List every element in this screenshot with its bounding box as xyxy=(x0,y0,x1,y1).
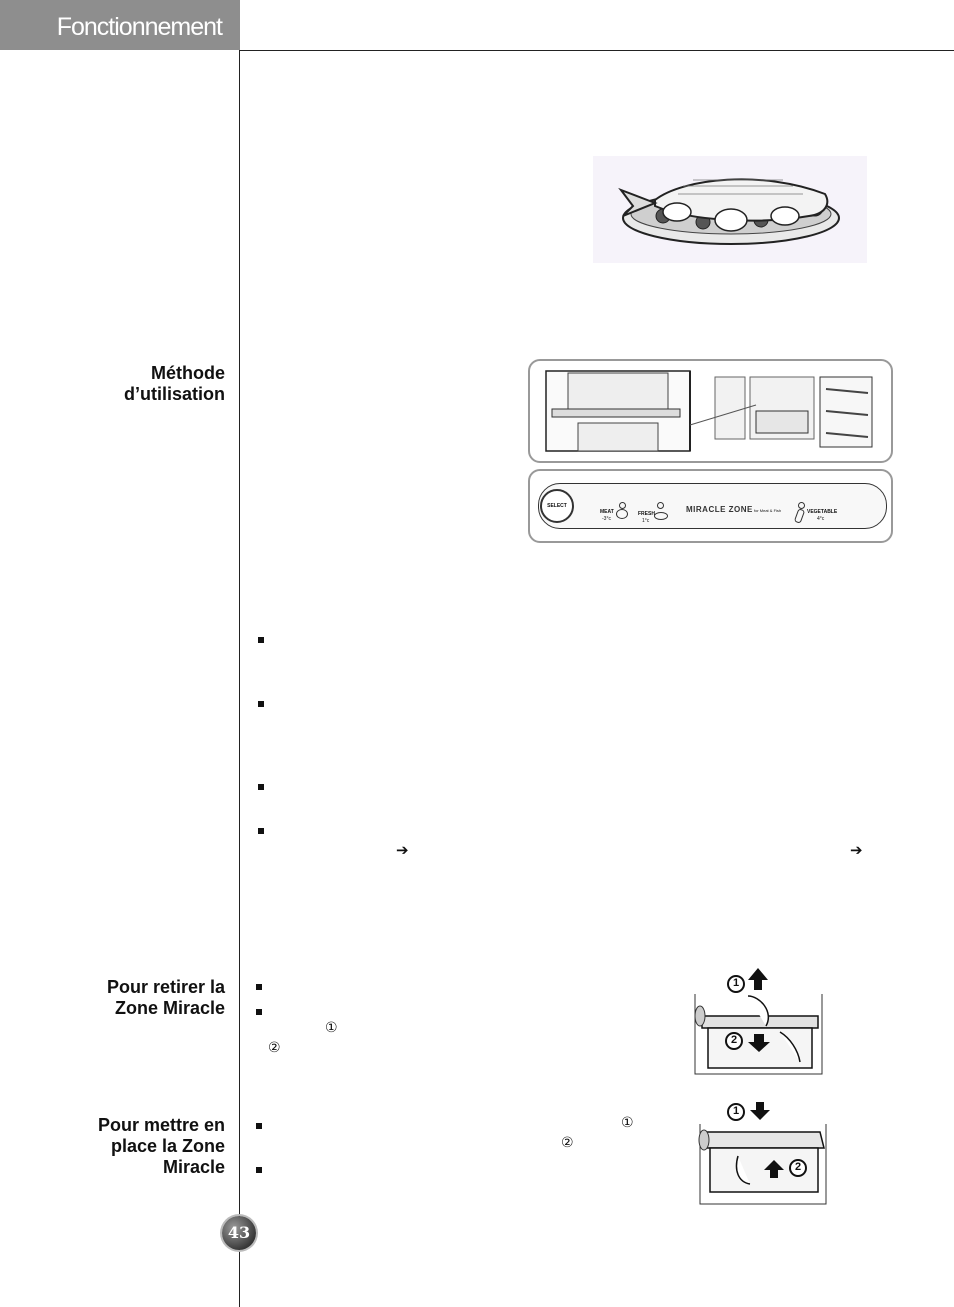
fish-platter-illustration xyxy=(593,156,867,263)
arrow-icon: ➔ xyxy=(396,841,409,859)
drawer-install-figure: 1 2 xyxy=(694,1100,830,1208)
bullet-marker xyxy=(256,1009,262,1015)
section-heading-mettre: Pour mettre en place la Zone Miracle xyxy=(98,1115,225,1178)
heading-line: Pour mettre en xyxy=(97,1115,225,1135)
chapter-tab: Fonctionnement xyxy=(0,0,240,50)
arrow-icon: ➔ xyxy=(850,841,863,859)
fresh-temp: 1°c xyxy=(642,518,650,524)
control-panel-strip xyxy=(538,483,887,529)
drawer-removal-drawing xyxy=(694,968,823,1075)
vegetable-indicator-led xyxy=(798,502,805,509)
fish-platter-image xyxy=(618,178,840,245)
meat-indicator-led xyxy=(619,502,626,509)
step-badge-2: 2 xyxy=(730,1034,738,1046)
heading-line: place la Zone xyxy=(110,1136,225,1156)
step-badge-2: 2 xyxy=(794,1161,802,1173)
control-panel-figure: SELECT MEAT -3°c FRESH 1°c MIRACLE ZONE … xyxy=(528,469,893,543)
step-badge-1: 1 xyxy=(732,977,740,989)
vegetable-label: VEGETABLE xyxy=(807,509,838,515)
select-button[interactable]: SELECT xyxy=(540,489,574,523)
section-heading-methode: Méthode d’utilisation xyxy=(124,363,225,405)
meat-icon xyxy=(616,509,628,519)
drawer-install-drawing xyxy=(698,1102,827,1205)
bullet-marker xyxy=(258,701,264,707)
step-marker-2: ② xyxy=(268,1040,281,1056)
step-marker-1: ① xyxy=(325,1020,338,1036)
select-label: SELECT xyxy=(547,503,567,509)
step-badge-1: 1 xyxy=(732,1105,740,1117)
bullet-marker xyxy=(256,984,262,990)
page-number: 43 xyxy=(222,1216,256,1250)
bullet-marker xyxy=(256,1167,262,1173)
bullet-marker xyxy=(258,784,264,790)
fridge-interior-figure xyxy=(528,359,893,463)
heading-line: Zone Miracle xyxy=(114,998,225,1018)
margin-rule xyxy=(239,50,240,1307)
heading-line: d’utilisation xyxy=(124,384,225,404)
chapter-title: Fonctionnement xyxy=(56,13,223,41)
fresh-indicator-led xyxy=(657,502,664,509)
meat-label: MEAT xyxy=(600,509,614,515)
vegetable-temp: 4°c xyxy=(817,516,825,522)
heading-line: Méthode xyxy=(151,363,225,383)
bullet-marker xyxy=(258,637,264,643)
drawer-removal-figure: 1 2 xyxy=(690,966,830,1078)
fresh-label: FRESH xyxy=(638,511,655,517)
step-marker-1: ① xyxy=(621,1115,634,1131)
miracle-zone-logo: MIRACLE ZONE xyxy=(686,505,753,514)
heading-line: Miracle xyxy=(162,1157,225,1177)
section-heading-retirer: Pour retirer la Zone Miracle xyxy=(107,977,225,1019)
bullet-marker xyxy=(258,828,264,834)
fridge-drawing xyxy=(545,370,873,452)
miracle-zone-subtitle: for Meat & Fish xyxy=(754,508,782,513)
step-marker-2: ② xyxy=(561,1135,574,1151)
header-rule xyxy=(240,50,954,51)
bullet-marker xyxy=(256,1123,262,1129)
heading-line: Pour retirer la xyxy=(106,977,225,997)
fish-icon xyxy=(654,512,668,520)
meat-temp: -3°c xyxy=(602,516,611,522)
